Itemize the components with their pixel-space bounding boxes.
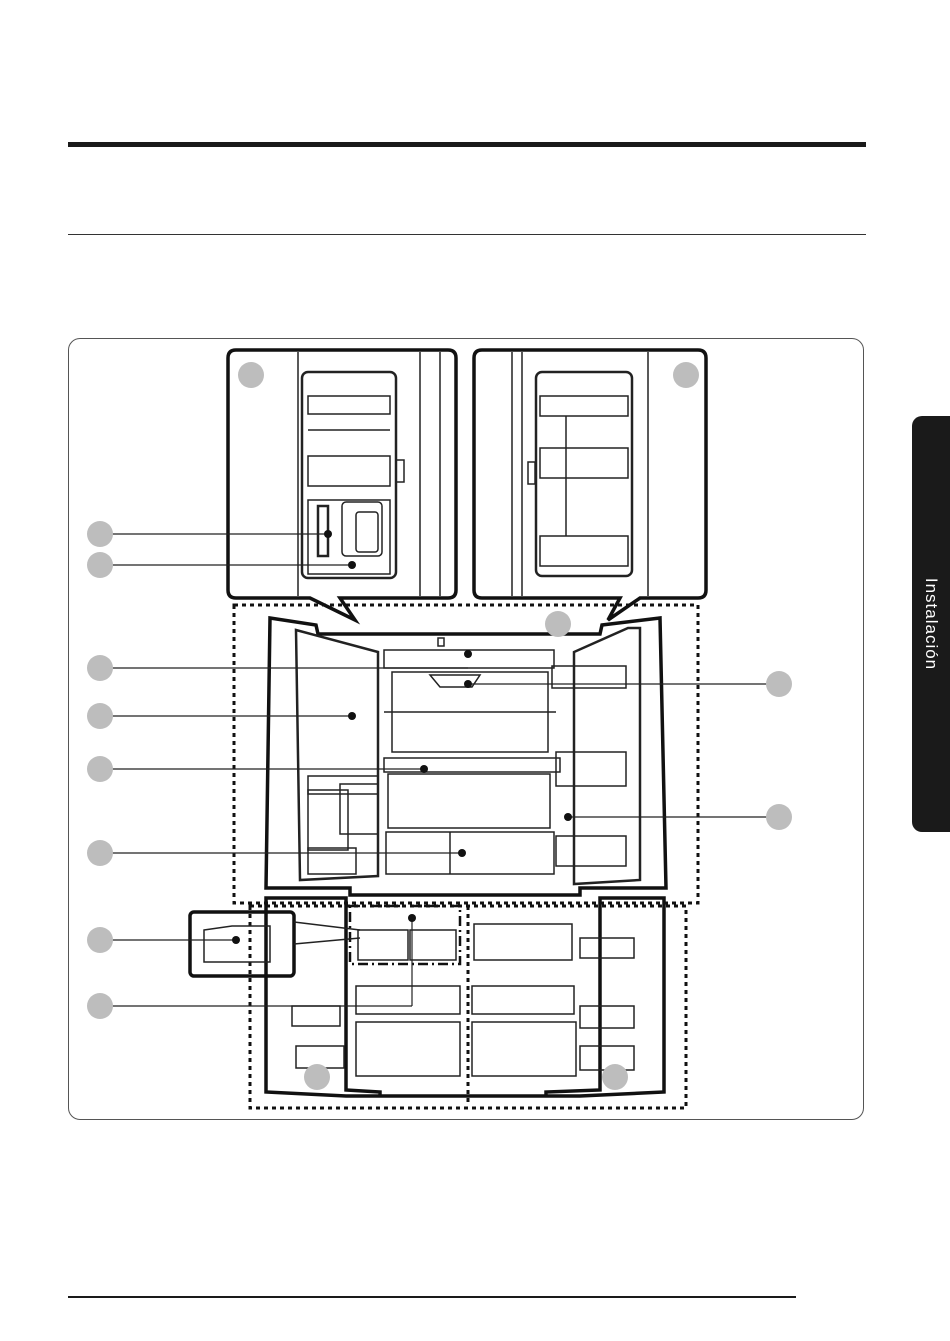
callout-badge-right-door-bin-upper (766, 671, 792, 697)
callout-dot-right-door-side (564, 813, 572, 821)
callout-dot-left-door-dispenser (324, 530, 332, 538)
footer-rule (68, 1296, 796, 1298)
callout-badge-left-door-panel (87, 756, 113, 782)
callout-dot-middle-drawer (408, 914, 416, 922)
callout-badge-shelf-center (87, 840, 113, 866)
callout-badge-interior-sensor (87, 655, 113, 681)
callout-badge-upper-right-door-inset (673, 362, 699, 388)
callout-badge-left-door-dispenser (87, 521, 113, 547)
callout-badge-drawer-front (545, 611, 571, 637)
callout-badge-freezer-right (602, 1064, 628, 1090)
callout-dot-interior-sensor (464, 650, 472, 658)
callout-badge-right-door-side (766, 804, 792, 830)
callout-badge-convertible-inset (87, 927, 113, 953)
callout-dot-convertible-inset (232, 936, 240, 944)
upper-left-inset (228, 350, 456, 620)
callout-badge-interior-light (87, 703, 113, 729)
callout-dot-top-center (464, 680, 472, 688)
callout-dot-shelf-center (458, 849, 466, 857)
callout-badge-middle-drawer (87, 993, 113, 1019)
callout-dot-left-door-ice-bin (348, 561, 356, 569)
callout-dot-left-door-panel (420, 765, 428, 773)
upper-right-inset (474, 350, 706, 620)
callout-badge-upper-left-door-inset (238, 362, 264, 388)
callout-dot-interior-light (348, 712, 356, 720)
fridge-upper-compartment (234, 605, 698, 903)
callout-badge-freezer-left (304, 1064, 330, 1090)
callout-badge-left-door-ice-bin (87, 552, 113, 578)
